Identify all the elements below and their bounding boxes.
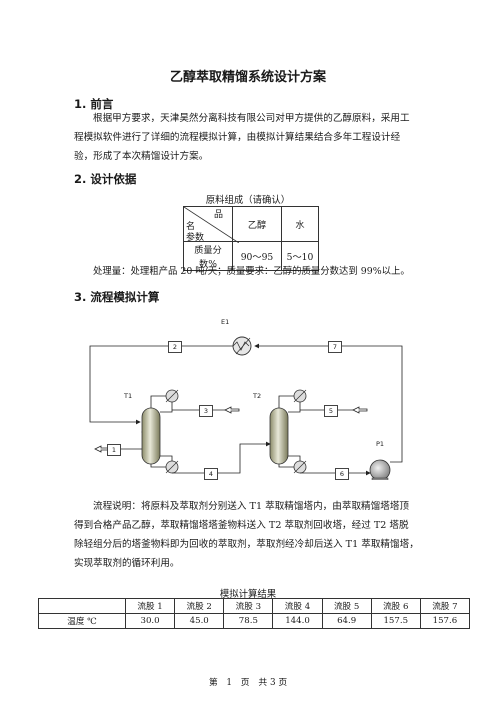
label-e1: E1 xyxy=(221,318,230,326)
table-row: 温度 ℃ 30.0 45.0 78.5 144.0 64.9 157.5 157… xyxy=(38,613,471,629)
corner-label-bottom: 参数 xyxy=(186,233,205,243)
corner-label-top: 品 xyxy=(214,210,224,220)
stream-tag-5: 5 xyxy=(324,405,338,417)
stream-tag-1: 1 xyxy=(107,444,121,456)
table-cell: 157.5 xyxy=(370,613,421,629)
header-cell: 流股 1 xyxy=(124,598,176,614)
header-cell: 流股 5 xyxy=(321,598,372,614)
corner-cell: 品 名 参数 xyxy=(183,206,239,243)
paragraph-line: 根据甲方要求，天津昊然分离科技有限公司对甲方提供的乙醇原料，采用工 xyxy=(93,113,410,124)
table-cell: 64.9 xyxy=(321,613,372,629)
row-label: 质量分数% xyxy=(183,241,233,271)
header-cell: 流股 2 xyxy=(174,598,225,614)
composition-caption: 原料组成（请确认） xyxy=(205,195,291,206)
column-t1 xyxy=(141,407,161,465)
process-requirement: 处理量：处理粗产品 20 吨/天；质量要求：乙醇的质量分数达到 99%以上。 xyxy=(93,266,410,277)
stream-tag-3: 3 xyxy=(199,405,213,417)
header-cell xyxy=(38,598,126,614)
label-t2: T2 xyxy=(253,392,262,400)
header-water: 水 xyxy=(281,206,319,242)
table-header-row: 流股 1 流股 2 流股 3 流股 4 流股 5 流股 6 流股 7 xyxy=(38,598,471,614)
cell-ethanol: 90～95 xyxy=(232,241,282,271)
row-label: 温度 ℃ xyxy=(38,613,126,629)
corner-label-mid: 名 xyxy=(186,222,196,232)
flow-lines xyxy=(89,336,403,480)
cell-water: 5～10 xyxy=(281,241,319,271)
paragraph-line: 得到合格产品乙醇，萃取精馏塔塔釜物料送入 T2 萃取剂回收塔，经过 T2 塔脱 xyxy=(74,520,409,531)
paragraph-line: 除轻组分后的塔釜物料即为回收的萃取剂，萃取剂经冷却后送入 T1 萃取精馏塔， xyxy=(74,539,419,550)
header-cell: 流股 7 xyxy=(419,598,471,614)
table-cell: 45.0 xyxy=(174,613,225,629)
header-cell: 流股 4 xyxy=(272,598,323,614)
stream-4-line xyxy=(172,441,271,474)
composition-table: 品 名 参数 乙醇 水 质量分数% 90～95 5～10 xyxy=(183,206,319,271)
table-cell: 30.0 xyxy=(124,613,176,629)
header-cell: 流股 6 xyxy=(370,598,421,614)
stream-tag-7: 7 xyxy=(328,341,342,353)
paragraph-line: 程模拟软件进行了详细的流程模拟计算，由模拟计算结果结合多年工程设计经 xyxy=(74,132,401,143)
table-cell: 157.6 xyxy=(419,613,471,629)
label-t1: T1 xyxy=(124,392,133,400)
simulation-caption: 模拟计算结果 xyxy=(219,589,277,600)
stream-2-line xyxy=(89,345,233,425)
page-footer: 第 1 页 共 3 页 xyxy=(208,678,288,688)
pump-p1 xyxy=(369,459,391,480)
column-t2 xyxy=(269,407,289,465)
stream-tag-6: 6 xyxy=(335,468,349,480)
paragraph-line: 流程说明：将原料及萃取剂分别送入 T1 萃取精馏塔内，由萃取精馏塔塔顶 xyxy=(93,501,410,512)
table-cell: 144.0 xyxy=(272,613,323,629)
stream-tag-2: 2 xyxy=(168,341,182,353)
paragraph-line: 验，形成了本次精馏设计方案。 xyxy=(74,151,209,162)
corner-diagonal xyxy=(184,207,239,243)
process-flow-diagram: E1 T1 T2 P1 1 2 3 4 5 6 7 xyxy=(80,312,420,480)
label-p1: P1 xyxy=(376,440,385,448)
header-cell: 流股 3 xyxy=(223,598,274,614)
section-1-paragraph: 根据甲方要求，天津昊然分离科技有限公司对甲方提供的乙醇原料，采用工 程模拟软件进… xyxy=(74,109,428,166)
document-title: 乙醇萃取精馏系统设计方案 xyxy=(169,70,326,85)
stream-tag-4: 4 xyxy=(204,468,218,480)
table-cell: 78.5 xyxy=(223,613,274,629)
section-2-heading: 2. 设计依据 xyxy=(74,172,137,186)
section-3-heading: 3. 流程模拟计算 xyxy=(74,290,160,304)
paragraph-line: 实现萃取剂的循环利用。 xyxy=(74,558,180,569)
header-ethanol: 乙醇 xyxy=(232,206,282,242)
simulation-table: 流股 1 流股 2 流股 3 流股 4 流股 5 流股 6 流股 7 温度 ℃ … xyxy=(38,598,471,629)
flow-description: 流程说明：将原料及萃取剂分别送入 T1 萃取精馏塔内，由萃取精馏塔塔顶 得到合格… xyxy=(74,497,428,573)
section-1-heading: 1. 前言 xyxy=(74,97,114,111)
